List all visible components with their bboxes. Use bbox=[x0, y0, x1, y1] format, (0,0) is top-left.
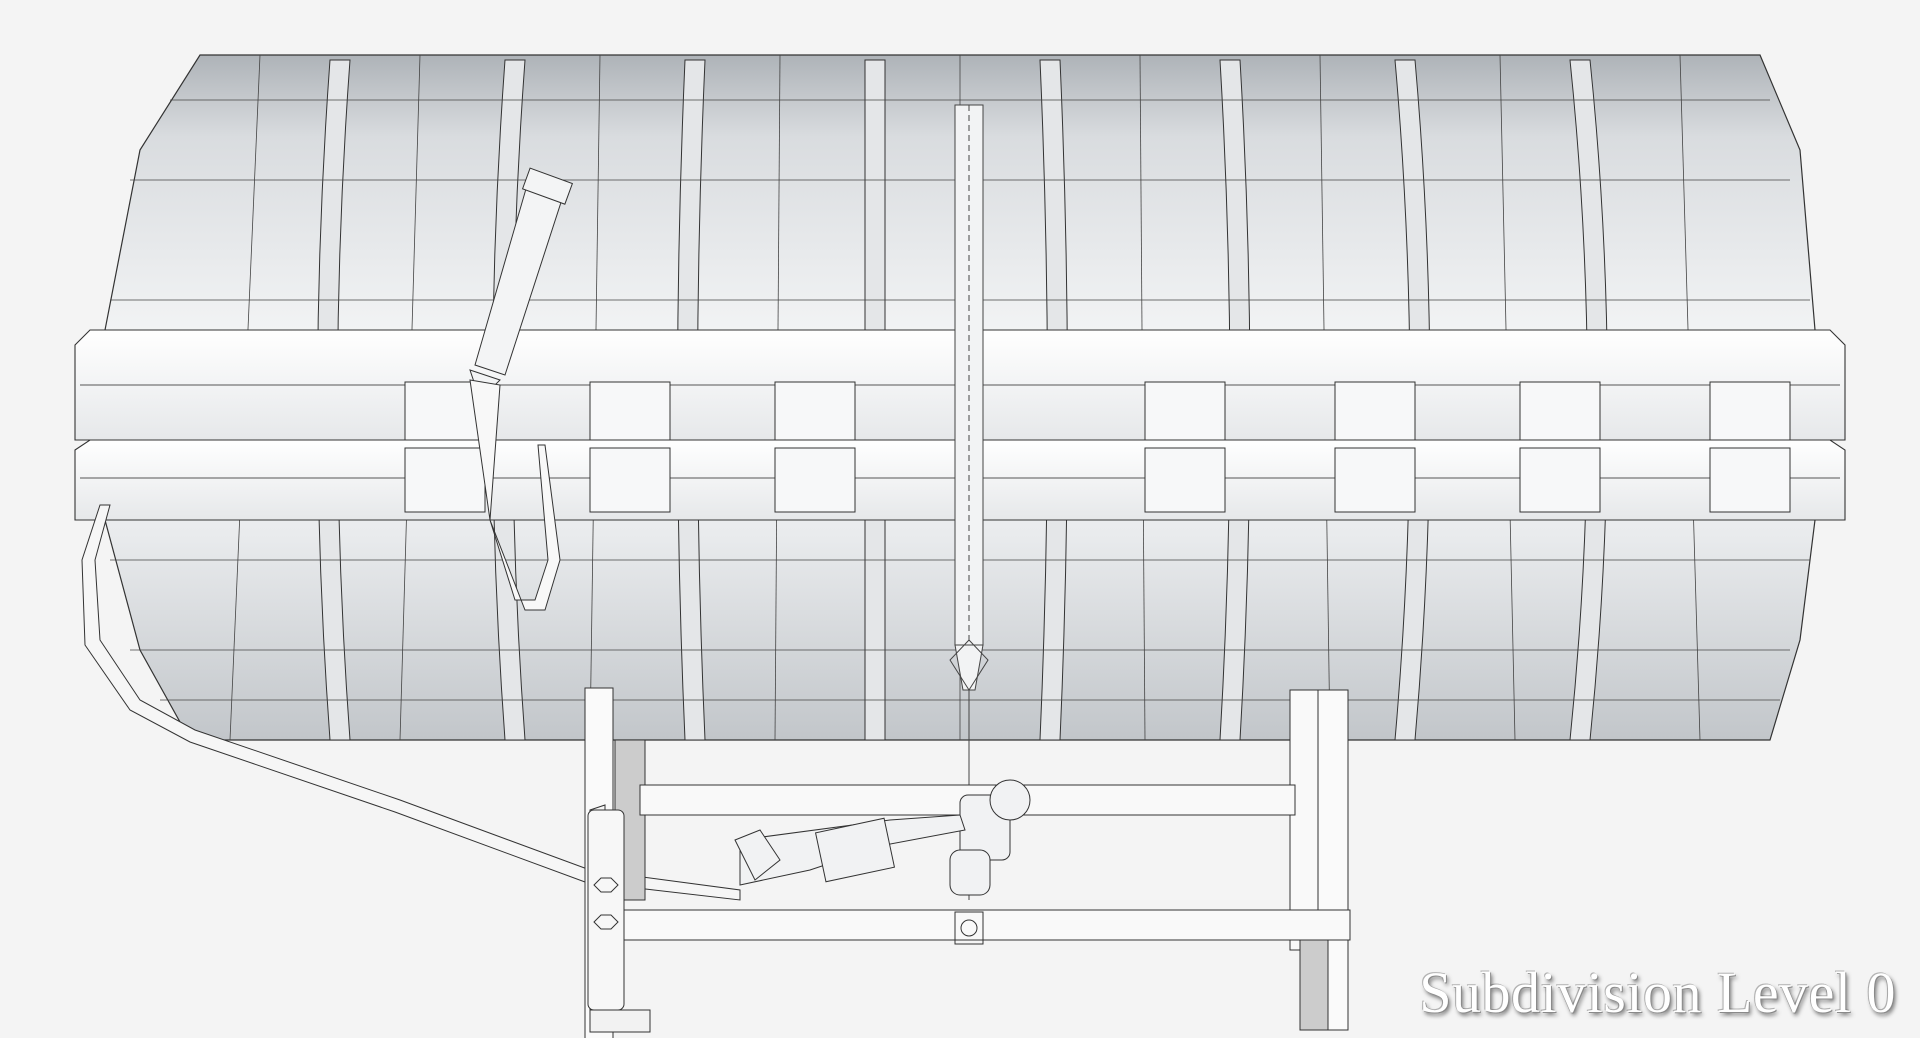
hydrostatic-tube bbox=[469, 167, 574, 611]
cradle-post-bracket bbox=[587, 804, 625, 1011]
subdivision-level-caption: Subdivision Level 0 bbox=[1419, 960, 1896, 1025]
center-lashing-strap bbox=[949, 104, 989, 900]
release-hook-assembly bbox=[734, 779, 1031, 945]
band-buckles bbox=[404, 381, 1791, 513]
painter-line bbox=[81, 504, 741, 901]
